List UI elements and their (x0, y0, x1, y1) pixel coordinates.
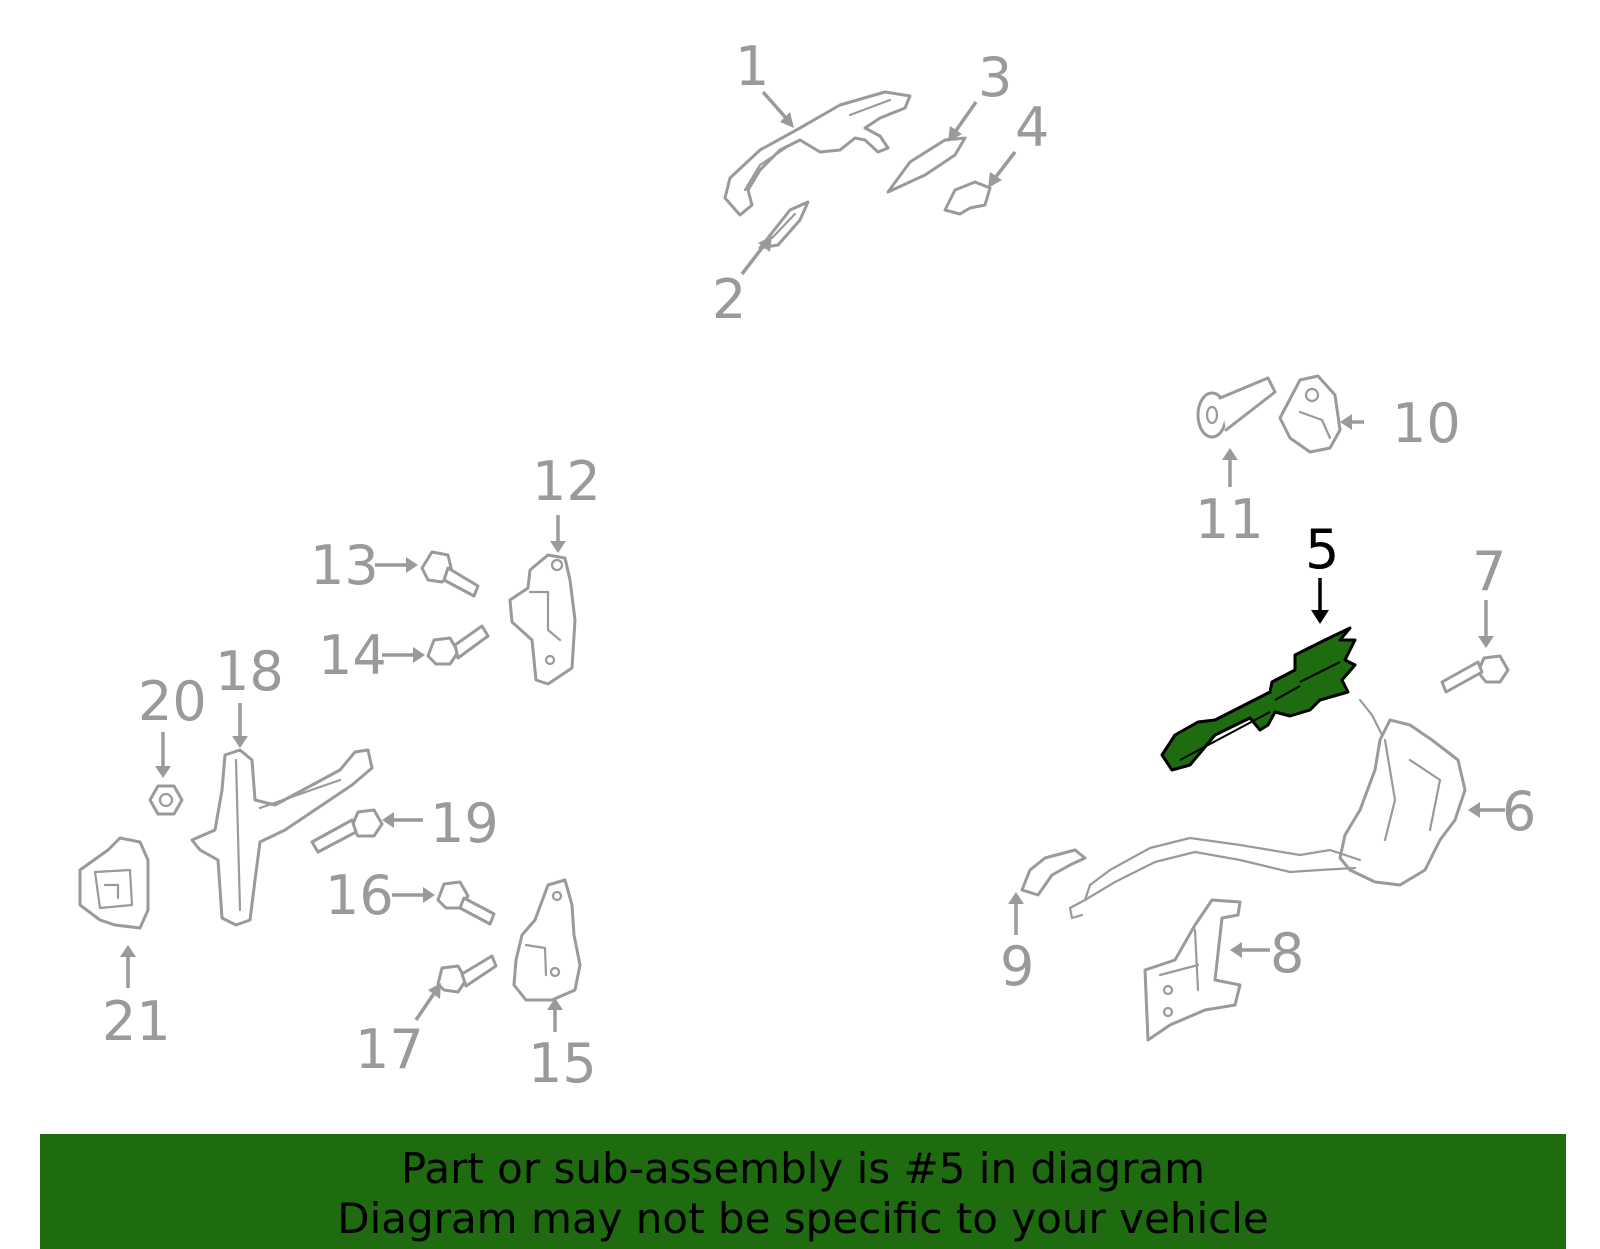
callout-14: 14 (318, 624, 387, 687)
callout-8: 8 (1270, 922, 1304, 985)
part-7-bolt (1440, 654, 1510, 694)
callout-1: 1 (735, 35, 769, 98)
banner-line-disclaimer: Diagram may not be specific to your vehi… (337, 1194, 1269, 1243)
banner-line-part: Part or sub-assembly is #5 in diagram (400, 1144, 1206, 1193)
leader-arrow-5 (1311, 578, 1329, 624)
parts-diagram: 1 2 3 4 5 6 7 8 9 10 11 12 13 14 15 16 1… (78, 35, 1536, 1095)
leader-arrows (120, 90, 1505, 1032)
part-16-bolt (436, 880, 496, 926)
part-10-cover (1278, 374, 1342, 454)
part-2-gasket (758, 200, 810, 250)
part-18-door-check (190, 748, 374, 927)
callout-19: 19 (430, 792, 499, 855)
part-9-clip (1020, 848, 1087, 897)
part-12-hinge (508, 553, 577, 686)
callout-10: 10 (1392, 392, 1461, 455)
part-13-bolt (420, 550, 480, 598)
callout-7: 7 (1472, 540, 1506, 603)
part-14-bolt (426, 624, 490, 666)
part-6-latch (1068, 698, 1467, 920)
callout-15: 15 (528, 1032, 597, 1095)
part-3-pad (886, 136, 967, 194)
part-11-pin (1196, 376, 1277, 439)
part-21-striker (78, 836, 150, 930)
callout-labels: 1 2 3 4 5 6 7 8 9 10 11 12 13 14 15 16 1… (102, 35, 1536, 1095)
callout-21: 21 (102, 990, 171, 1053)
callout-4: 4 (1015, 96, 1049, 159)
part-8-bracket (1143, 898, 1242, 1042)
part-4-bracket (943, 180, 992, 216)
part-15-hinge (512, 878, 582, 1002)
callout-16: 16 (325, 864, 394, 927)
callout-6: 6 (1502, 780, 1536, 843)
callout-13: 13 (310, 534, 379, 597)
callout-2: 2 (712, 268, 746, 331)
info-banner: Part or sub-assembly is #5 in diagram Di… (40, 1134, 1566, 1249)
part-5-highlighted (1160, 626, 1357, 772)
part-17-bolt (436, 954, 498, 994)
callout-5: 5 (1305, 518, 1339, 581)
callout-12: 12 (532, 450, 601, 513)
callout-20: 20 (138, 670, 207, 733)
callout-11: 11 (1195, 488, 1264, 551)
callout-9: 9 (1000, 935, 1034, 998)
callout-3: 3 (978, 46, 1012, 109)
callout-17: 17 (355, 1018, 424, 1081)
part-19-bolt (310, 808, 384, 854)
part-1-outer-handle (723, 90, 912, 217)
part-20-nut (148, 784, 184, 816)
callout-18: 18 (215, 640, 284, 703)
